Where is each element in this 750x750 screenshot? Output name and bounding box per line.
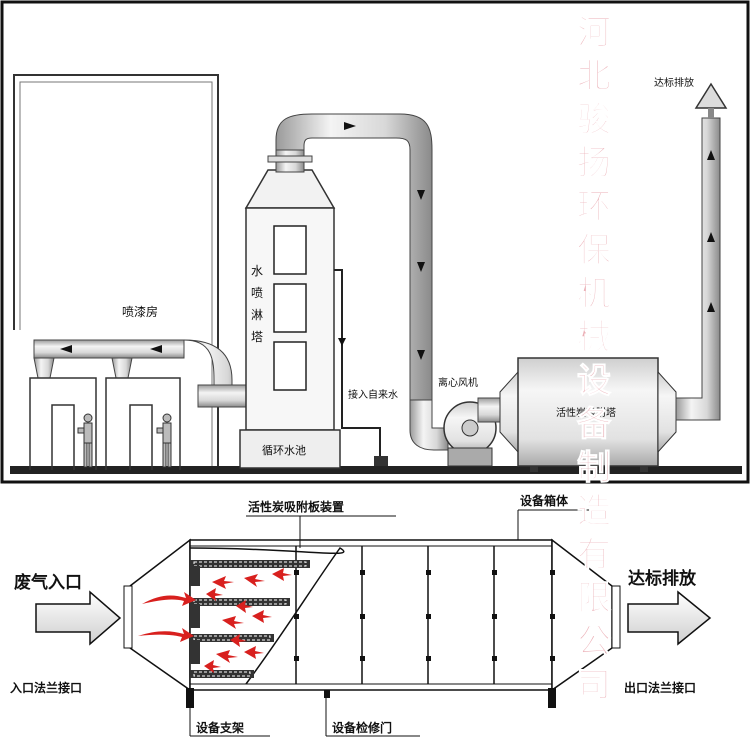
maintenance-door-label: 设备检修门 [332, 720, 392, 735]
compliant-discharge-label-bottom: 达标排放 [628, 568, 697, 589]
carbon-plates [190, 560, 310, 678]
leader-lines [189, 509, 590, 737]
watermark-char: 有 [577, 535, 611, 575]
water-flow-arrow [338, 338, 346, 346]
flow-arrow-down-1 [417, 190, 425, 200]
discharge-outlet-arrow [627, 590, 712, 646]
watermark-char: 扬 [577, 144, 611, 184]
booth-duct [33, 339, 185, 359]
fan-hub [461, 419, 479, 437]
flow-arrow-down-2 [417, 262, 425, 272]
flow-arrow-booth-1 [60, 345, 72, 353]
centrifugal-fan-label: 离心风机 [438, 376, 478, 389]
watermark-char: 环 [577, 187, 611, 227]
support-leg-right [548, 688, 556, 708]
worker-1 [77, 413, 93, 468]
compliant-discharge-label-top: 达标排放 [654, 76, 694, 89]
watermark-char: 保 [577, 231, 612, 271]
plate-end-3 [190, 640, 200, 664]
plate-end-2 [190, 604, 200, 628]
flow-arrow-up-2 [707, 232, 715, 242]
watermark-char: 河 [577, 13, 611, 53]
equipment-box-label: 设备箱体 [520, 493, 569, 508]
fan-inlet-duct [409, 399, 449, 451]
plate-end-1 [190, 566, 200, 586]
tower-label-4: 塔 [251, 330, 263, 344]
watermark-char: 设 [577, 361, 611, 401]
outlet-flange [611, 585, 621, 649]
watermark-char: 限 [577, 579, 611, 619]
watermark-char: 机 [577, 274, 611, 314]
carbon-plate-3 [190, 634, 274, 642]
watermark-char: 制 [577, 448, 611, 488]
building-outline [13, 74, 219, 470]
tap-water-pipe [334, 269, 381, 460]
bottom-diagram: 活性炭吸附板装置 设备箱体 废气入口 达标排放 入口法兰接口 出口法兰接口 设备… [10, 493, 712, 737]
flow-arrow-top [344, 122, 356, 130]
circulating-pool-label: 循环水池 [262, 444, 306, 457]
tower-outlet-flange [267, 155, 313, 163]
stack-cap-neck [708, 108, 714, 118]
water-pump [374, 456, 388, 466]
flow-arrow-down-3 [417, 350, 425, 360]
ground-line [10, 466, 742, 474]
carbon-plate-4-holes [193, 671, 251, 677]
watermark-char: 北 [577, 57, 611, 97]
spray-booth-label: 喷漆房 [122, 304, 158, 319]
outlet-flange-label: 出口法兰接口 [624, 680, 696, 695]
carbon-plate-1 [190, 560, 310, 568]
support-foot-mid [324, 690, 330, 698]
airflow-arrows [138, 568, 292, 673]
watermark-char: 械 [577, 318, 611, 358]
tower-window-1 [273, 225, 307, 275]
inlet-funnel [129, 538, 191, 692]
watermark-char: 备 [577, 405, 612, 445]
building-outline-inner [19, 81, 213, 470]
watermark-char: 司 [577, 666, 611, 706]
support-leg-left [186, 688, 194, 708]
worker-2 [156, 413, 172, 468]
watermark-char: 造 [577, 492, 611, 532]
flow-arrow-up-1 [707, 150, 715, 160]
flow-arrow-up-3 [707, 302, 715, 312]
carbon-plate-1-holes [193, 561, 307, 567]
booth-hood-2 [111, 357, 133, 379]
carbon-tower-cone-right [657, 370, 677, 454]
tower-window-3 [273, 341, 307, 391]
exhaust-stack [675, 117, 721, 421]
fan-base [447, 447, 493, 467]
tower-window-2 [273, 283, 307, 333]
flow-arrow-booth-2 [150, 345, 162, 353]
carbon-plate-device-label: 活性炭吸附板装置 [248, 499, 344, 514]
inlet-flange-label: 入口法兰接口 [10, 680, 82, 695]
duct-tower-inlet [197, 384, 247, 408]
booth-hood-1 [33, 357, 55, 379]
spray-booth-walls [29, 377, 181, 470]
tower-label-3: 淋 [251, 308, 263, 322]
waste-gas-inlet-arrow [35, 590, 122, 646]
tower-label-2: 喷 [251, 286, 263, 300]
carbon-leg-1 [530, 466, 538, 472]
circulating-pool [239, 429, 341, 469]
watermark-char: 公 [577, 622, 611, 662]
inlet-flange [123, 585, 133, 649]
carbon-plate-4 [190, 670, 254, 678]
carbon-plate-2 [190, 598, 290, 606]
top-diagram: 喷漆房 水 喷 淋 塔 循环水池 接入自来水 [0, 0, 750, 484]
tap-water-label: 接入自来水 [348, 388, 398, 401]
door-hinges [294, 570, 555, 661]
waste-gas-inlet-label: 废气入口 [14, 572, 82, 593]
cutaway-curve [189, 547, 345, 685]
equipment-support-label: 设备支架 [196, 720, 244, 735]
tower-label-1: 水 [251, 264, 263, 278]
carbon-tower-label: 活性炭吸附塔 [556, 406, 616, 419]
carbon-leg-2 [640, 466, 648, 472]
watermark-char: 骏 [577, 100, 611, 140]
